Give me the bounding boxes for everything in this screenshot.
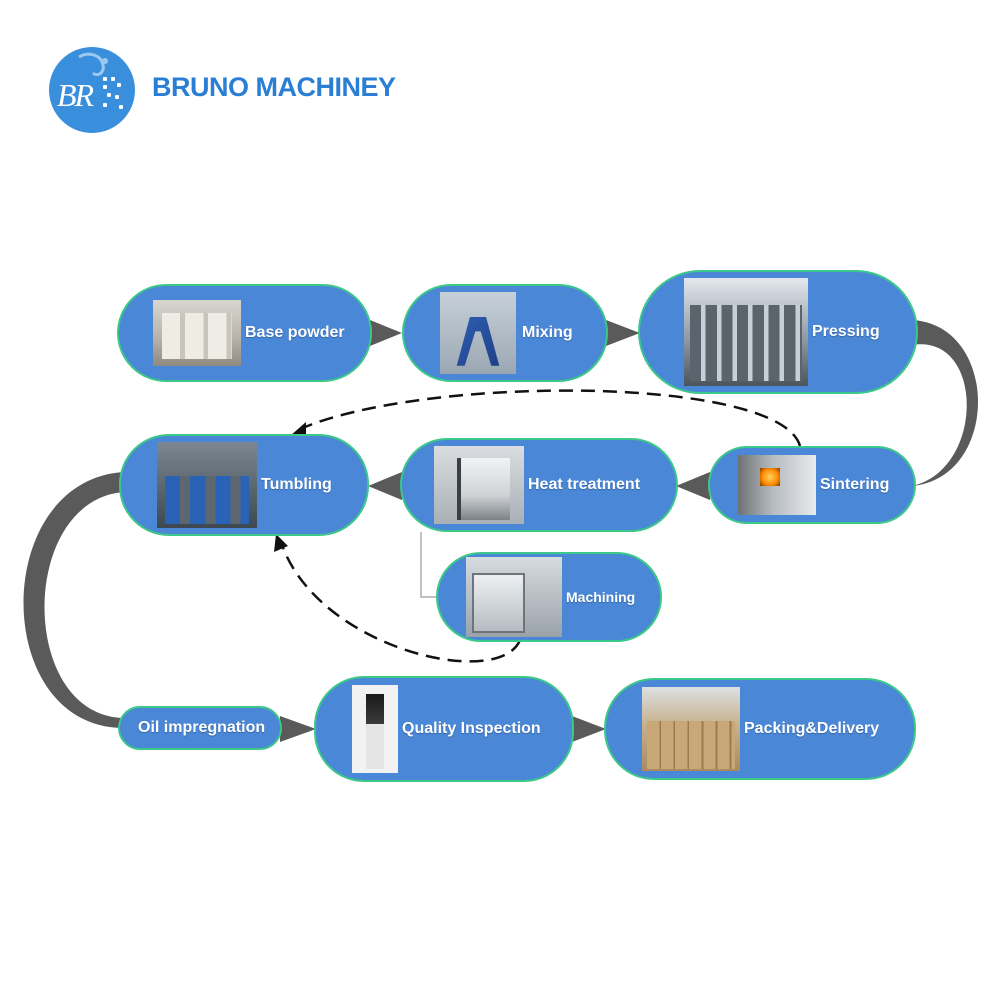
arrow-sintering-to-heat — [676, 472, 710, 500]
step-tumbling: Tumbling — [119, 434, 369, 536]
step-label: Machining — [566, 589, 636, 605]
sintering-furnace-photo — [738, 455, 816, 515]
step-label: Pressing — [812, 323, 880, 340]
dashed-arc-machining-to-tumbling — [280, 544, 522, 663]
arrow-base-to-mixing — [370, 320, 402, 346]
step-oil-impregnation: Oil impregnation — [118, 706, 282, 750]
step-label: Tumbling — [261, 476, 332, 493]
arrow-oil-to-quality — [280, 716, 316, 742]
dashed-arrowhead-bottom — [274, 534, 288, 552]
step-packing-delivery: Packing&Delivery — [604, 678, 916, 780]
step-quality-inspection: Quality Inspection — [314, 676, 574, 782]
step-label: Oil impregnation — [138, 719, 266, 736]
cnc-machine-photo — [466, 557, 562, 637]
logo-letters: BR — [57, 77, 94, 113]
step-label: Heat treatment — [528, 476, 641, 493]
cartons-photo — [642, 687, 740, 771]
logo-dots — [103, 77, 125, 111]
logo-hand-mark — [78, 52, 108, 77]
dashed-arrowhead-top — [290, 422, 306, 436]
mixer-photo — [440, 292, 516, 374]
step-label: Sintering — [820, 476, 890, 493]
curve-pressing-to-sintering — [912, 320, 978, 486]
step-mixing: Mixing — [402, 284, 608, 382]
arrow-quality-to-packing — [572, 716, 606, 742]
dashed-arc-sintering-to-tumbling — [297, 389, 802, 447]
step-machining: Machining — [436, 552, 662, 642]
arrow-heat-to-tumbling — [368, 472, 402, 500]
step-heat-treatment: Heat treatment — [400, 438, 678, 532]
br-logo-icon: BR — [49, 47, 135, 133]
step-base-powder: Base powder — [117, 284, 372, 382]
press-machine-photo — [684, 278, 808, 386]
step-sintering: Sintering — [708, 446, 916, 524]
tumbling-machine-photo — [157, 442, 257, 528]
step-label: Base powder — [245, 324, 345, 341]
heat-treatment-furnace-photo — [434, 446, 524, 524]
step-label: Quality Inspection — [402, 720, 541, 737]
step-label: Packing&Delivery — [744, 720, 880, 737]
curve-tumbling-to-oil — [23, 472, 124, 728]
step-label: Mixing — [522, 324, 573, 341]
arrow-mixing-to-pressing — [606, 320, 640, 346]
step-pressing: Pressing — [638, 270, 918, 394]
powder-bags-photo — [153, 300, 241, 366]
brand-name: BRUNO MACHINEY — [152, 72, 396, 102]
branch-line-heat-to-machining — [420, 532, 438, 598]
hardness-tester-photo — [352, 685, 398, 773]
